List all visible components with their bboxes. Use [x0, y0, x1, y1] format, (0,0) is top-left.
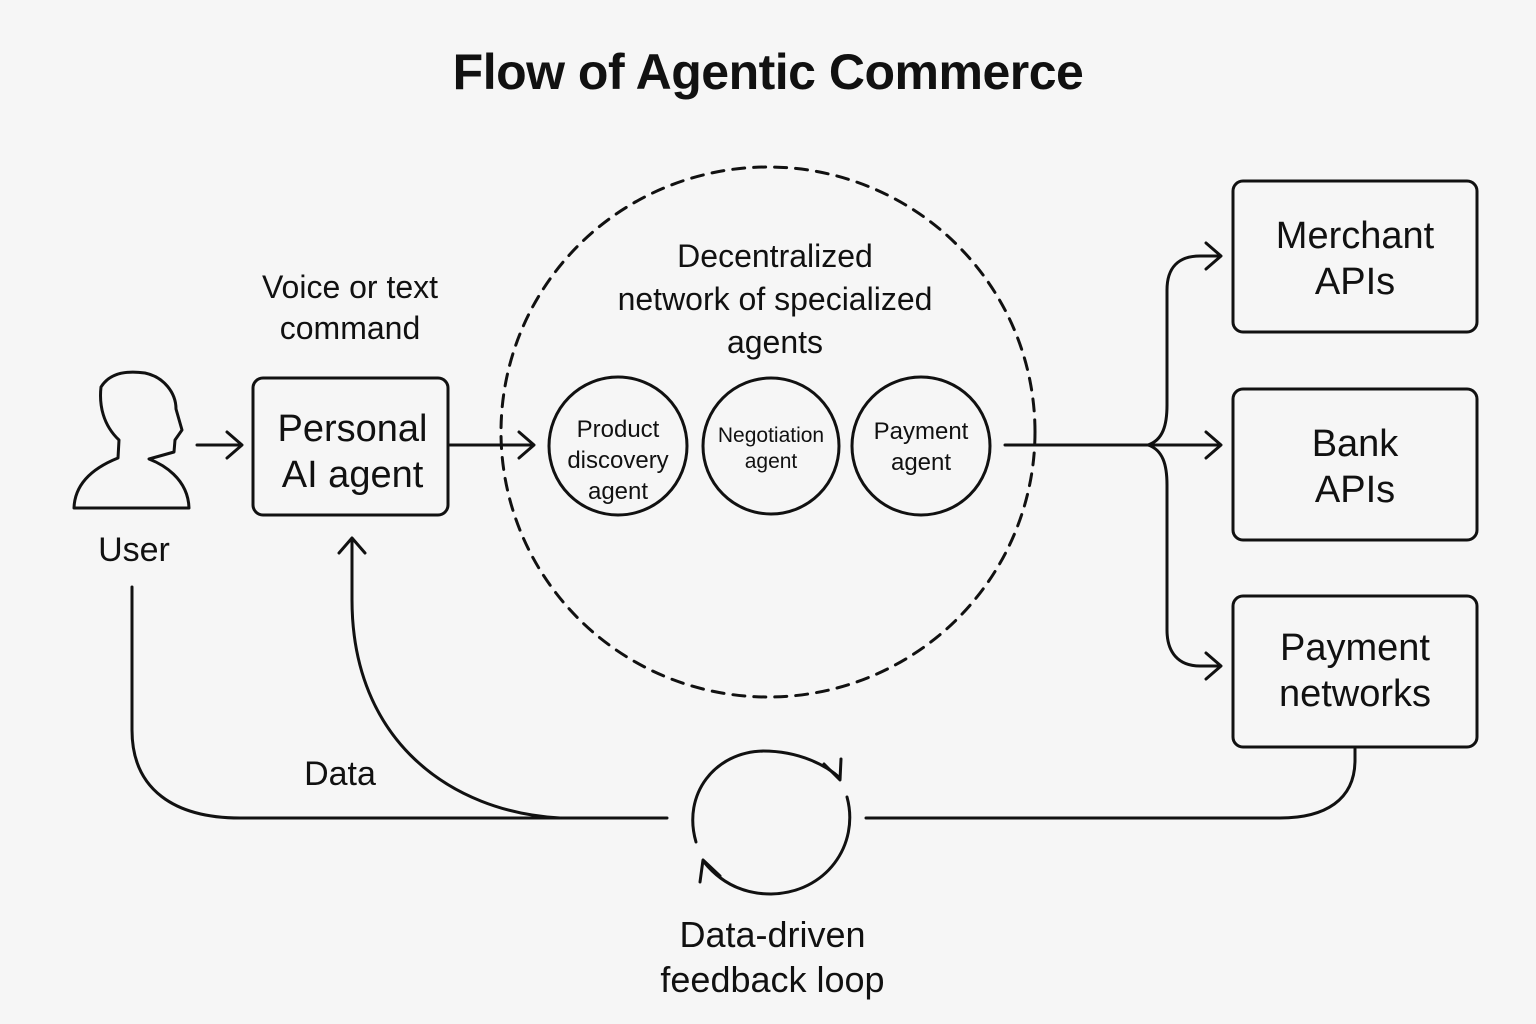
- network-dashed-circle: [499, 165, 1037, 699]
- command-label: Voice or text command: [261, 269, 439, 346]
- payment-agent-circle: [850, 375, 992, 517]
- diagram-title: Flow of Agentic Commerce: [452, 44, 1084, 100]
- bank-apis-label: Bank APIs: [1311, 423, 1399, 511]
- cycle-arrows-icon: [691, 749, 852, 896]
- data-label: Data: [304, 755, 376, 793]
- arrow-feedback-to-personal-agent: [337, 536, 562, 820]
- arrow-personal-agent-to-network: [448, 430, 536, 460]
- arrows-network-to-destinations: [1003, 241, 1223, 681]
- user-data-line: [130, 585, 669, 820]
- bank-apis-box: [1231, 387, 1479, 542]
- network-label: Decentralized network of specialized age…: [617, 238, 933, 360]
- negotiation-agent-circle: [701, 376, 841, 516]
- payment-networks-box: [1231, 594, 1479, 749]
- user-label: User: [98, 531, 170, 569]
- payment-agent-label: Payment agent: [873, 418, 969, 476]
- personal-ai-agent-box: [251, 376, 450, 517]
- product-discovery-agent-circle: [547, 375, 689, 517]
- merchant-apis-label: Merchant APIs: [1275, 215, 1435, 303]
- payment-networks-label: Payment networks: [1278, 627, 1432, 715]
- payment-networks-data-line: [864, 747, 1357, 820]
- personal-ai-agent-label: Personal AI agent: [277, 408, 428, 496]
- feedback-loop-label: Data-driven feedback loop: [660, 914, 885, 1000]
- negotiation-agent-label: Negotiation agent: [717, 424, 825, 473]
- merchant-apis-box: [1231, 179, 1479, 334]
- product-discovery-agent-label: Product discovery agent: [567, 416, 669, 505]
- user-silhouette-icon: [72, 370, 191, 510]
- arrow-user-to-personal-agent: [195, 430, 244, 460]
